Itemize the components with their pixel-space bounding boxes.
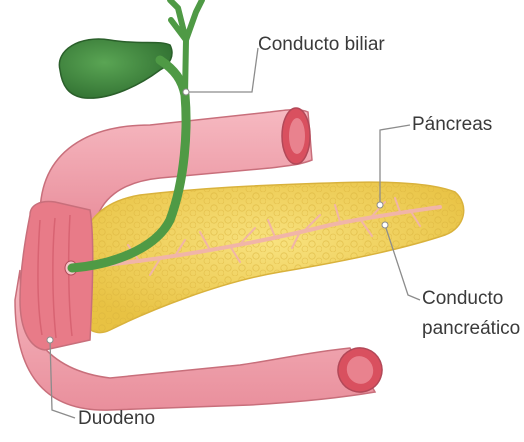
label-duodenum: Duodeno [78,408,155,430]
gallbladder [59,39,172,98]
label-pancreas: Páncreas [412,114,492,136]
leader-line-bile-duct [186,48,258,92]
label-pancreatic-duct-line1: Conducto [422,288,503,310]
label-pancreatic-duct-line2: pancreático [422,318,520,340]
label-bile-duct: Conducto biliar [258,34,385,56]
duodenum-opened-segment [20,202,93,350]
